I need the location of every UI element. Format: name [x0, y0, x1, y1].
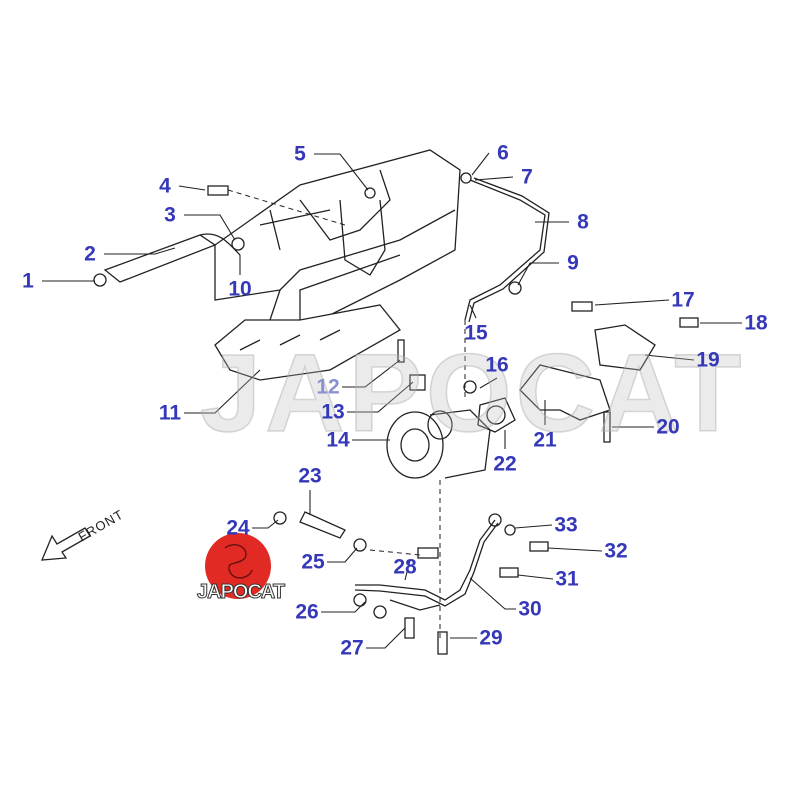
- oil-pipe-8: [464, 179, 546, 321]
- callout-28: 28: [393, 555, 417, 579]
- callout-17: 17: [671, 288, 695, 312]
- callout-24: 24: [226, 516, 250, 540]
- callout-26: 26: [295, 600, 319, 624]
- callout-13: 13: [321, 400, 345, 424]
- callout-12: 12: [316, 375, 340, 399]
- callout-31: 31: [555, 567, 579, 591]
- callout-25: 25: [301, 550, 325, 574]
- stud-20: [603, 411, 611, 443]
- front-arrow-icon: [40, 527, 91, 561]
- exhaust-manifold: [214, 304, 401, 381]
- callout-6: 6: [497, 141, 509, 165]
- callout-29: 29: [479, 626, 503, 650]
- callout-32: 32: [604, 539, 628, 563]
- turbocharger: [386, 409, 491, 479]
- callout-14: 14: [326, 428, 350, 452]
- callout-21: 21: [533, 428, 557, 452]
- callout-22: 22: [493, 452, 517, 476]
- callout-7: 7: [521, 165, 533, 189]
- callout-33: 33: [554, 513, 578, 537]
- callout-2: 2: [84, 242, 96, 266]
- callout-19: 19: [696, 348, 720, 372]
- japocat-logo: [205, 533, 271, 599]
- callout-27: 27: [340, 636, 364, 660]
- heat-shield-19: [594, 324, 656, 371]
- callout-18: 18: [744, 311, 768, 335]
- hose-2: [103, 234, 217, 283]
- callout-20: 20: [656, 415, 680, 439]
- logo-text: JAPOCAT: [196, 581, 285, 604]
- gasket-22: [477, 397, 516, 433]
- callout-4: 4: [159, 174, 171, 198]
- intake-manifold: [214, 149, 461, 331]
- callout-23: 23: [298, 464, 322, 488]
- callout-30: 30: [518, 597, 542, 621]
- callout-11: 11: [158, 401, 182, 425]
- callout-8: 8: [577, 210, 589, 234]
- callout-16: 16: [485, 353, 509, 377]
- callout-5: 5: [294, 142, 306, 166]
- hose-23: [299, 511, 346, 539]
- callout-1: 1: [22, 269, 34, 293]
- callout-3: 3: [164, 203, 176, 227]
- callout-10: 10: [228, 277, 252, 301]
- callout-9: 9: [567, 251, 579, 275]
- oil-pipe-30: [355, 519, 496, 601]
- exhaust-elbow-21: [519, 364, 611, 421]
- leader-lines: [42, 152, 742, 649]
- bolts: [93, 172, 699, 655]
- callout-15: 15: [464, 321, 488, 345]
